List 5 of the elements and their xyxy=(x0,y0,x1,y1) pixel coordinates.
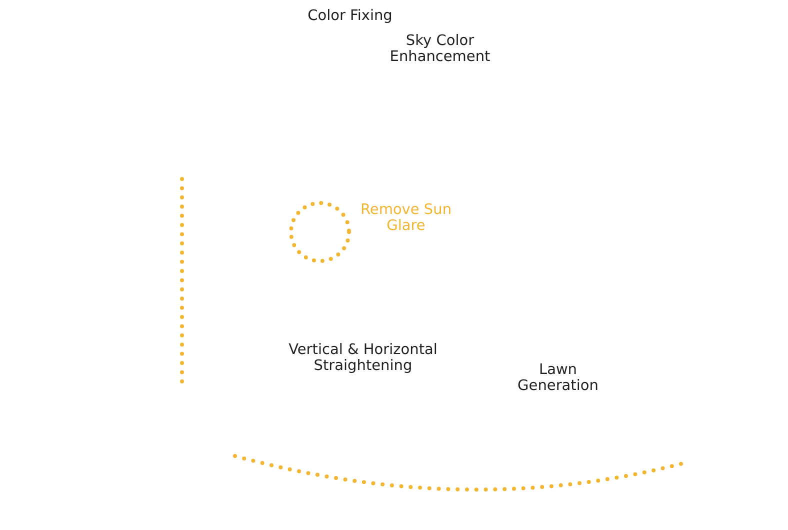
annotation-label: Vertical & Horizontal Straightening xyxy=(288,342,438,374)
annotation-label: Sky Color Enhancement xyxy=(388,33,492,65)
annotation-label: Remove Sun Glare xyxy=(359,202,453,234)
annotation-label: Lawn Generation xyxy=(516,362,600,394)
annotation-label: Color Fixing xyxy=(306,8,394,24)
